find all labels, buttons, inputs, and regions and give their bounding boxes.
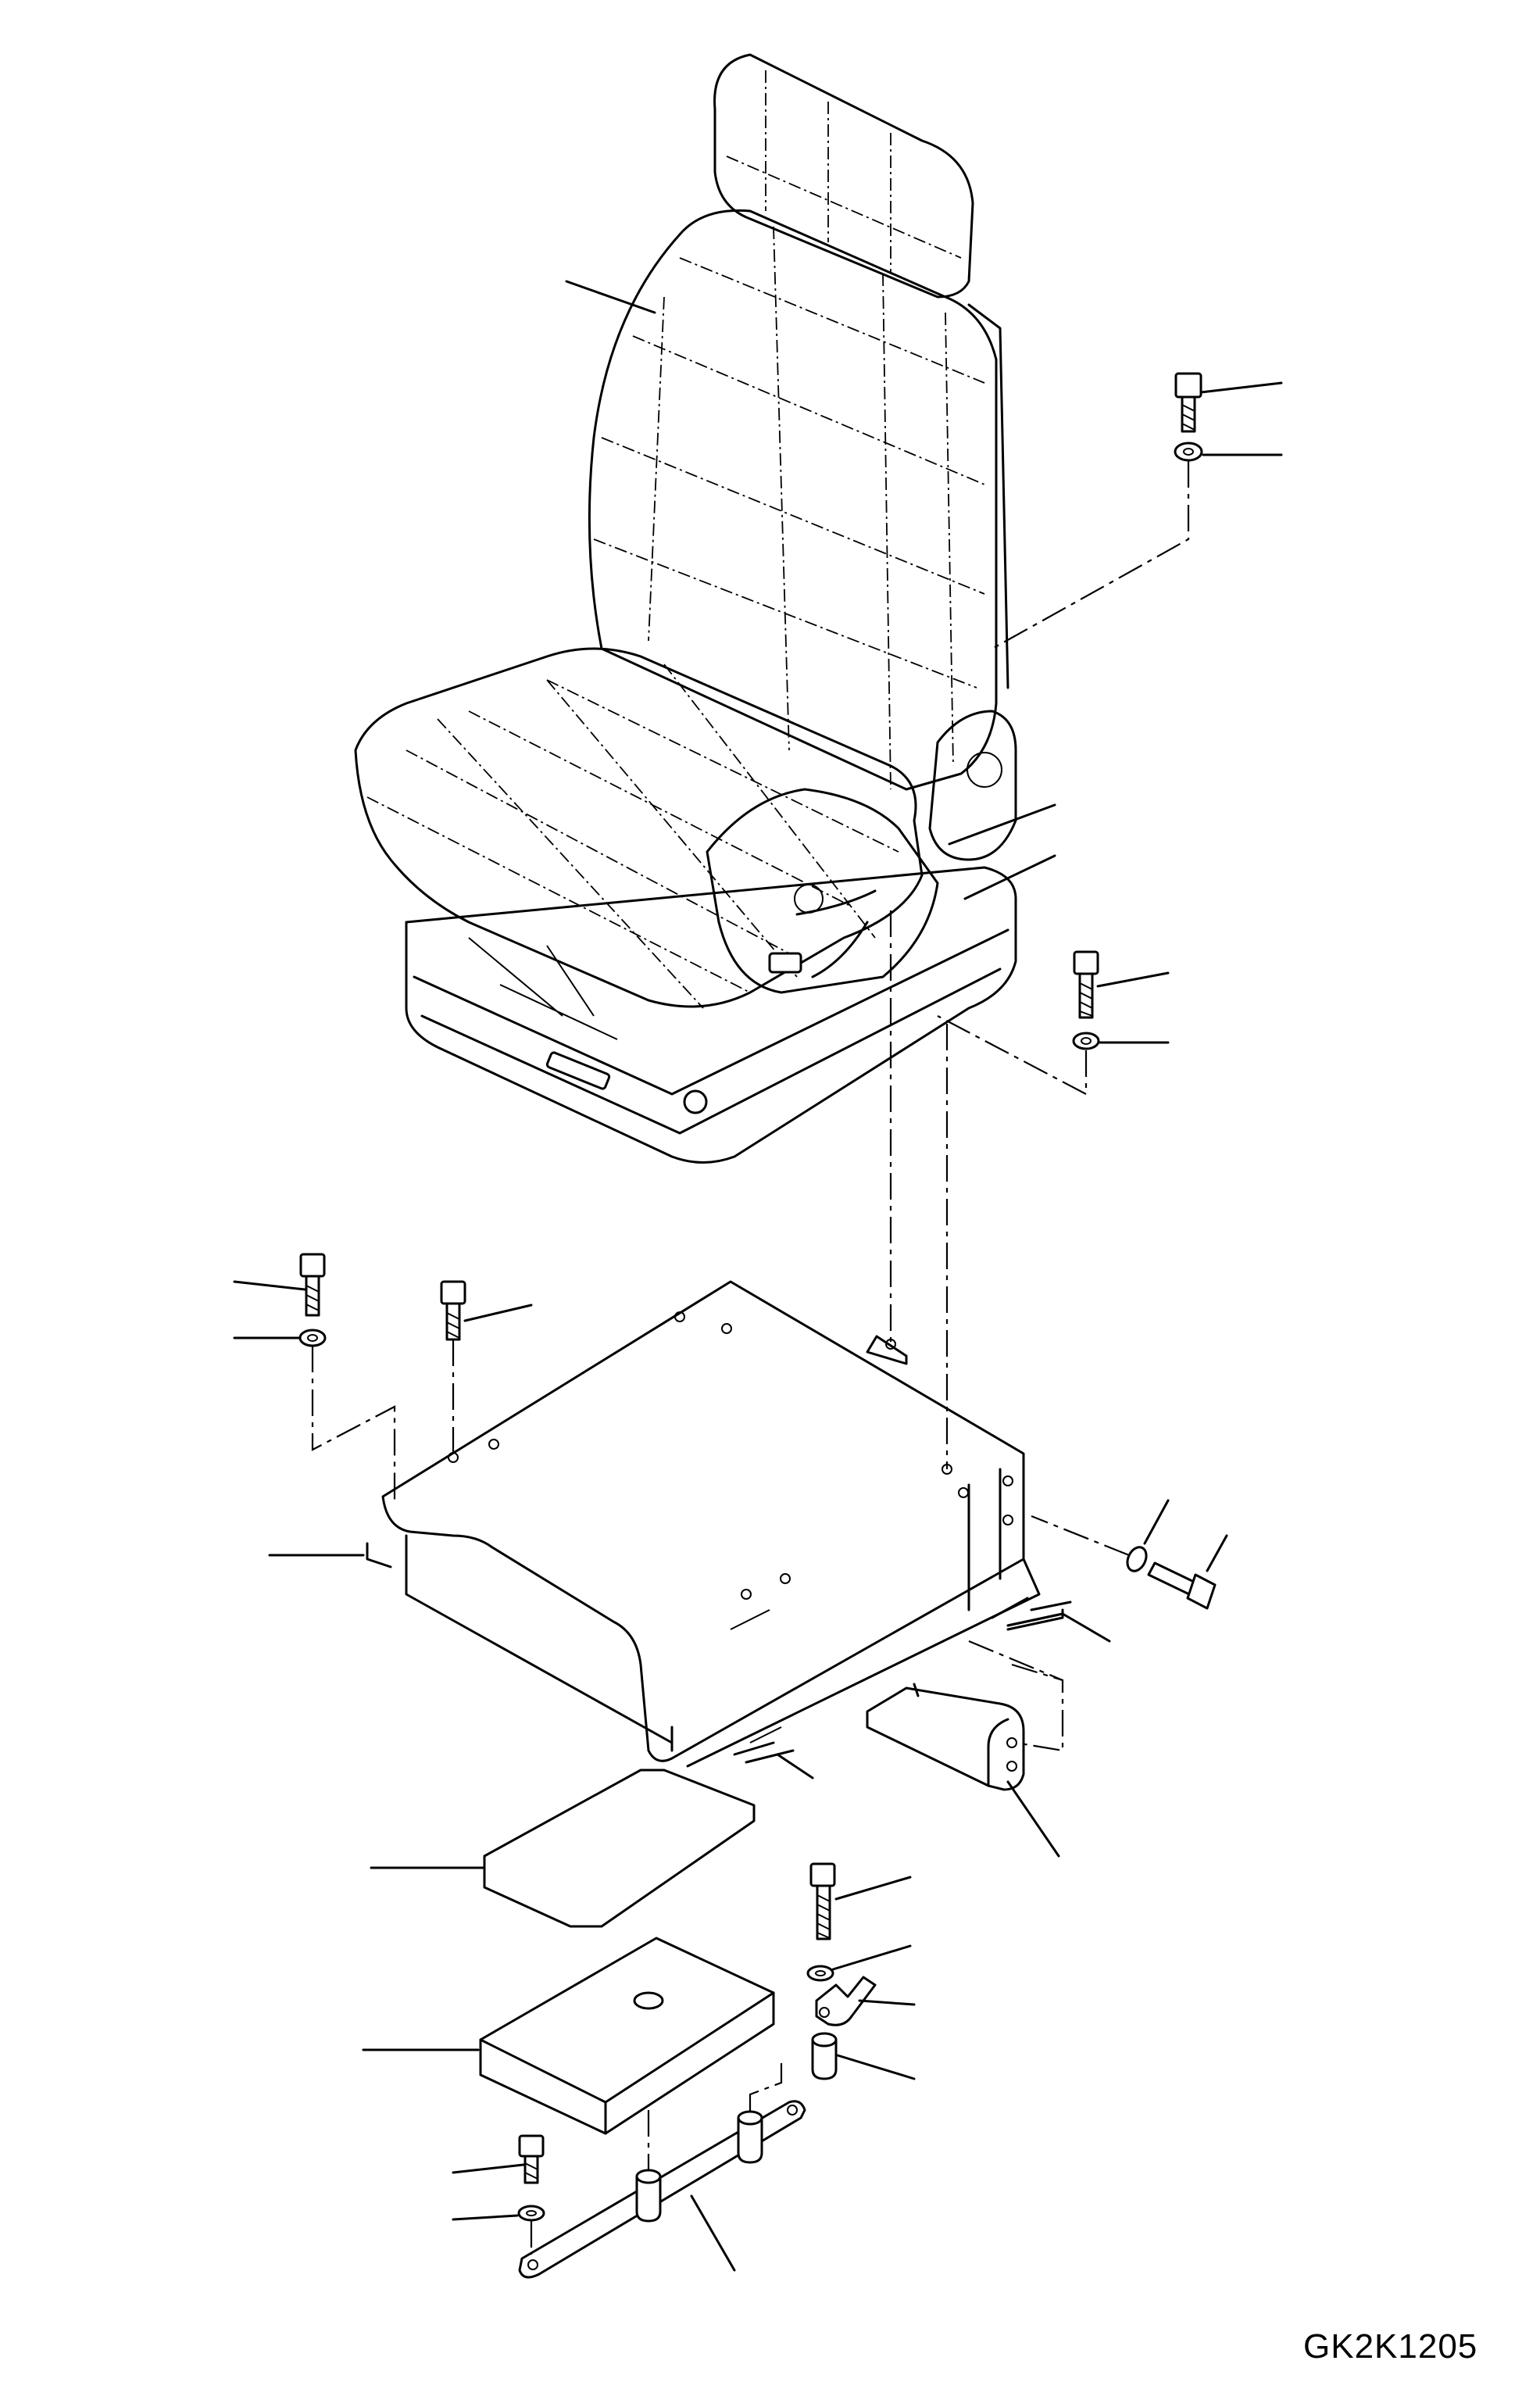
seat-side-panel [706,788,939,994]
bolt-top-right [1174,372,1202,433]
washer-stand-left [298,1329,327,1347]
washer-top-right [1174,442,1203,462]
harness-connector [768,952,802,974]
cover [483,1769,756,1928]
bolt-stand-right [1147,1561,1217,1610]
washer-stand-right [1126,1546,1148,1572]
washer-right [1072,1032,1100,1050]
bolt-lower-right [809,1862,836,1940]
armrest-housing [928,710,1017,861]
washer-lower-right [806,1965,834,1982]
bottom-bracket [518,2100,806,2279]
seat-cushion [354,647,924,1008]
seat-assembly [354,53,1017,1164]
bolt-bottom-left [518,2134,545,2184]
seat-headrest [713,53,974,299]
figure-code: GK2K1205 [1303,2327,1478,2366]
seat-stand [366,1280,1041,1768]
collar [811,2032,838,2080]
bracket [866,1683,1025,1791]
plate [479,1937,775,2135]
bolt-right [1073,950,1099,1019]
seat-backrest [588,209,998,791]
bolt-stand-center [440,1280,466,1341]
washer-bottom-left [517,2205,545,2222]
clamp [815,1976,877,2026]
suspension-base [405,866,1017,1164]
bolt-stand-left [299,1253,326,1317]
